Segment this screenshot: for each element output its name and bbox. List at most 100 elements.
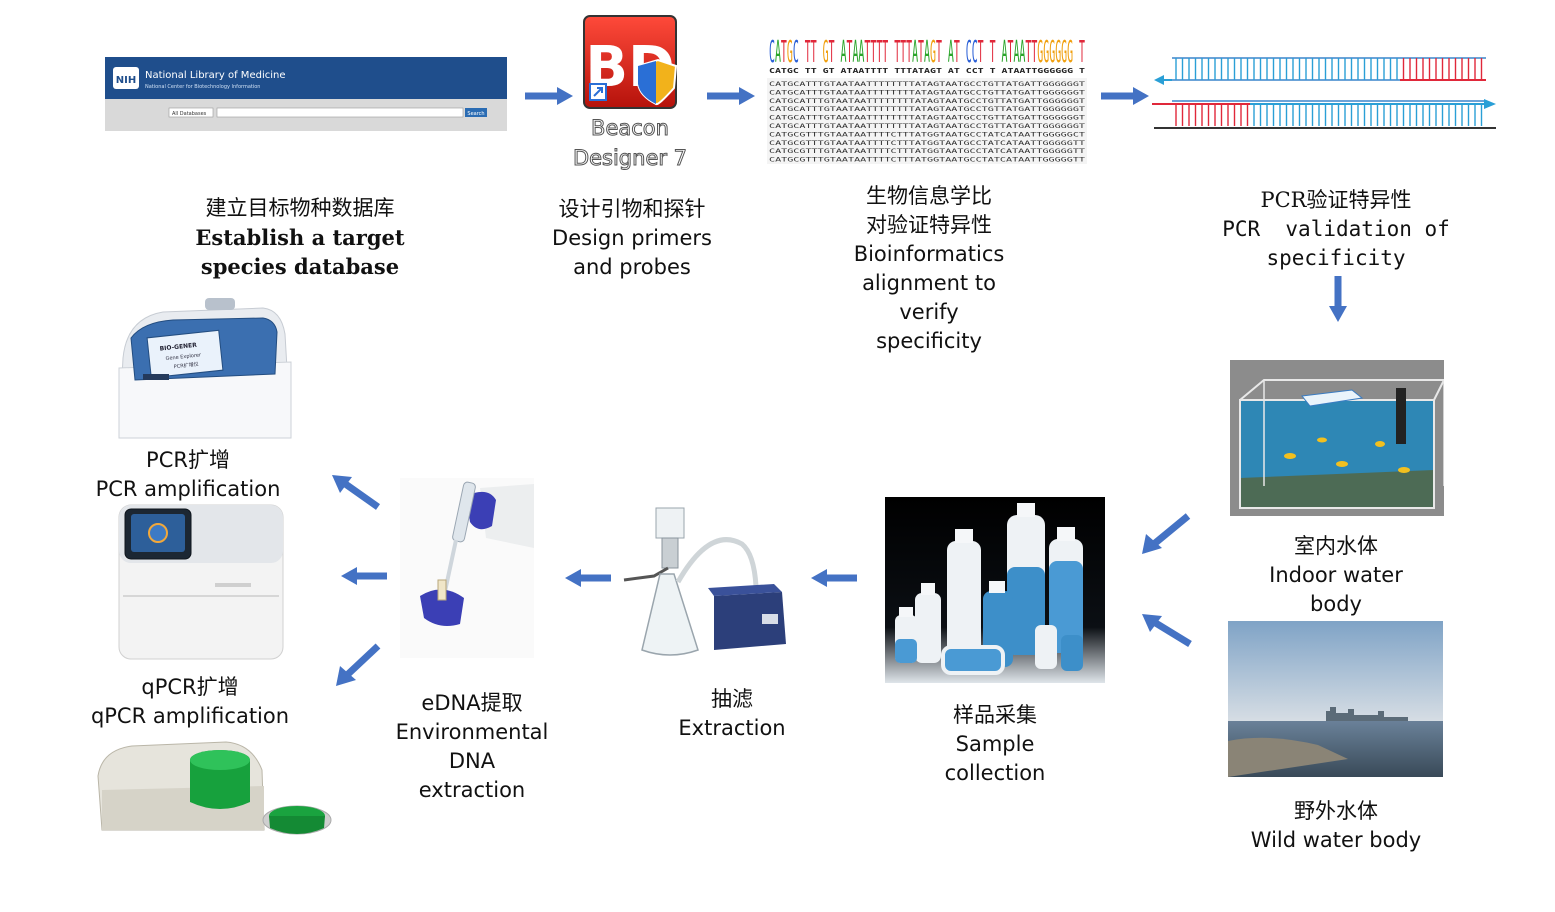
logo-letter: A (948, 35, 954, 70)
logo-letter: T (870, 35, 876, 70)
caption-primers: 设计引物和探针 Design primers and probes (530, 195, 734, 282)
caption-bioinformatics: 生物信息学比 对验证特异性 Bioinformatics alignment t… (820, 182, 1038, 356)
arrow-pcr-down (1329, 276, 1347, 322)
search-input[interactable] (216, 107, 464, 118)
beacon-designer-icon: BD Beacon Designer 7 (560, 14, 700, 174)
beacon-line1: Beacon (591, 116, 669, 140)
logo-letter: T (1025, 35, 1031, 70)
caption-edna-en3: extraction (418, 778, 526, 802)
logo-letter: C (966, 35, 972, 70)
vacuum-tube (675, 537, 759, 587)
alignment-row: CATGCATTTGTAATAATTTTTTTTATAGTAATGCCTGTTA… (769, 122, 1085, 130)
logo-letter: G (1061, 35, 1067, 70)
sampling-device (1301, 389, 1364, 407)
logo-letter: T (954, 35, 960, 70)
caption-sample-en1: Sample (955, 732, 1035, 756)
logo-letter: C (769, 35, 775, 70)
caption-pcrval-zh: PCR验证特异性 (1260, 188, 1412, 212)
caption-pcramp-en1: PCR amplification (95, 477, 281, 501)
caption-wild-water: 野外水体 Wild water body (1228, 797, 1444, 855)
caption-database: 建立目标物种数据库 Establish a target species dat… (160, 194, 440, 281)
caption-bioinfo-en4: specificity (876, 329, 982, 353)
thermocycler-brand: BIO-GENER (159, 342, 197, 353)
logo-letter: T (906, 35, 912, 70)
logo-letter: A (775, 35, 781, 70)
logo-letter: G (930, 35, 936, 70)
caption-filtration: 抽滤 Extraction (656, 685, 808, 743)
beacon-line2: Designer 7 (573, 146, 687, 170)
vacuum-pump (714, 592, 786, 650)
thermocycler-line3: PCR扩增仪 (173, 361, 199, 371)
logo-letter: T (811, 35, 817, 70)
nih-badge-text: NIH (116, 75, 136, 86)
caption-wild-en1: Wild water body (1250, 828, 1422, 852)
caption-bioinfo-zh2: 对验证特异性 (866, 213, 992, 237)
upper-glove (466, 491, 496, 530)
logo-letter: G (1049, 35, 1055, 70)
logo-letter: T (1007, 35, 1013, 70)
caption-qpcr-amplification: qPCR扩增 qPCR amplification (70, 673, 310, 731)
alignment-rows: CATGCATTTGTAATAATTTTTTTTATAGTAATGCCTGTTA… (769, 80, 1085, 164)
caption-pcramp-zh: PCR扩增 (146, 448, 230, 472)
nih-title: National Library of Medicine (145, 70, 285, 81)
fish (1284, 437, 1410, 473)
logo-letter: T (918, 35, 924, 70)
logo-letter: T (864, 35, 870, 70)
alignment-consensus: CATGC TT GT ATAATTTT TTTATAGT AT CCT T A… (769, 66, 1086, 75)
sample-bottles-image (885, 497, 1105, 683)
caption-indoor-en1: Indoor water (1269, 563, 1403, 587)
logo-letter: T (847, 35, 853, 70)
caption-wild-zh: 野外水体 (1294, 799, 1378, 823)
logo-letter: T (781, 35, 787, 70)
alignment-row: CATGCGTTTGTAATAATTTTCTTTATGGTAATGCCTATCA… (769, 156, 1085, 164)
alignment-row: CATGCGTTTGTAATAATTTTCTTTATGGTAATGCCTATCA… (769, 147, 1085, 155)
logo-letter: T (882, 35, 888, 70)
arrow-filter-to-edna (565, 569, 611, 587)
database-select[interactable] (168, 107, 214, 118)
ncbi-database-screenshot: NIH National Library of Medicine Nationa… (105, 57, 507, 131)
alignment-row: CATGCATTTGTAATAATTTTTTTTATAGTAATGCCTGTTA… (769, 88, 1085, 96)
caption-edna-en1: Environmental (395, 720, 549, 744)
caption-pcr-amplification: PCR扩增 PCR amplification (70, 446, 306, 504)
arrow-edna-to-dpcr (336, 643, 381, 686)
caption-pcr-validation: PCR验证特异性 PCR validation of specificity (1206, 186, 1466, 273)
caption-pcrval-en2: specificity (1266, 246, 1406, 270)
search-button[interactable] (465, 108, 487, 117)
caption-edna-zh: eDNA提取 (421, 691, 523, 715)
caption-indoor-zh: 室内水体 (1294, 534, 1378, 558)
left-primer-arrowhead (1154, 75, 1164, 85)
pipette (452, 481, 476, 543)
logo-letter: T (900, 35, 906, 70)
logo-letter: T (876, 35, 882, 70)
arrow-sample-to-filter (811, 569, 857, 587)
thermocycler-line2: Gene Explorer (165, 352, 202, 362)
arrow-database-to-primers (525, 87, 573, 105)
digital-pcr-instrument-image (92, 730, 334, 848)
logo-letter: A (852, 35, 858, 70)
caption-sample: 样品采集 Sample collection (900, 701, 1090, 788)
distant-skyline (1326, 707, 1408, 721)
logo-letter: T (1079, 35, 1085, 70)
logo-letter: C (793, 35, 799, 70)
logo-letter: A (912, 35, 918, 70)
caption-indoor-water: 室内水体 Indoor water body (1240, 532, 1432, 619)
caption-qpcramp-zh: qPCR扩增 (141, 675, 239, 699)
bottles (895, 503, 1083, 675)
right-primer-arrowhead (1484, 99, 1496, 109)
logo-letter: A (1002, 35, 1008, 70)
arrow-alignment-to-pcr (1101, 87, 1149, 105)
caption-sample-en2: collection (944, 761, 1046, 785)
caption-qpcramp-en1: qPCR amplification (90, 704, 290, 728)
caption-database-en2: species database (200, 254, 400, 279)
caption-primers-zh: 设计引物和探针 (558, 197, 706, 221)
caption-primers-en2: and probes (573, 255, 691, 279)
qpcr-instrument-image (117, 503, 285, 661)
alignment-row: CATGCGTTTGTAATAATTTTCTTTATGGTAATGCCTATCA… (769, 139, 1085, 147)
arrow-indoor-to-sample (1142, 513, 1191, 554)
caption-database-zh: 建立目标物种数据库 (205, 196, 395, 220)
edna-extraction-image (400, 478, 534, 658)
indoor-aquarium-image (1230, 360, 1446, 516)
